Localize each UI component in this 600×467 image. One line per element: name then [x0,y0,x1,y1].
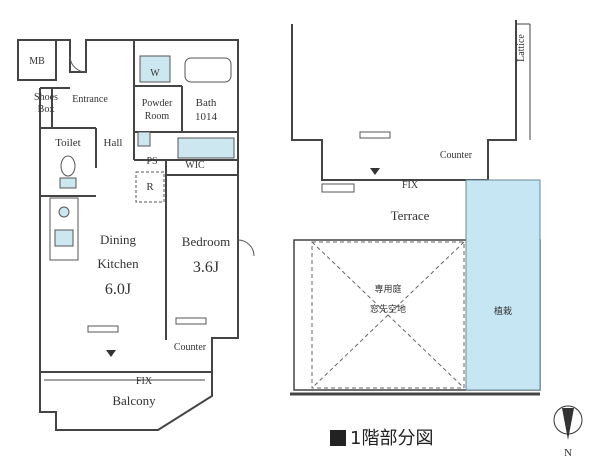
dining-label: Dining [100,232,137,247]
terrace-back-wall [291,20,517,181]
outlet-marker-right [370,168,380,175]
bedroom-door [237,239,255,257]
refrigerator-label: R [146,181,154,193]
bath-size-label: 1014 [195,111,218,123]
floor-caption: 1階部分図 [330,424,433,450]
stove-icon [58,206,70,218]
caption-square-icon [330,430,346,446]
planting-label: 植栽 [494,305,512,317]
sink-icon [54,229,74,247]
north-arrow [553,405,583,440]
toilet-label: Toilet [55,137,81,149]
refrigerator-space [135,171,165,203]
left-unit-walls [17,39,239,431]
entrance-door [69,55,87,73]
balcony-label: Balcony [112,393,156,408]
entrance-label: Entrance [72,94,108,105]
washer-space [139,55,171,83]
room-label: Room [145,111,170,122]
bath-label: Bath [196,97,217,109]
dk-size-label: 6.0J [105,281,131,298]
kitchen-label: Kitchen [97,256,139,271]
planting-area [465,179,541,391]
caption-text: 1階部分図 [350,428,434,449]
hall-label: Hall [104,137,123,149]
right-unit-fixtures [321,131,391,193]
window-space-label: 窓先空地 [370,303,406,315]
bedroom-size-label: 3.6J [193,259,219,276]
bathtub [184,57,232,83]
wic-label: WIC [185,160,205,171]
toilet-bowl [60,155,76,177]
window-fix [321,183,355,193]
mb-closet [17,39,57,81]
shoes-label: Shoes [34,92,58,103]
north-label: N [564,447,572,459]
aircon-right [359,131,391,139]
lattice-label: Lattice [516,34,527,62]
wash-basin [137,131,151,147]
counter-label-right: Counter [440,150,473,161]
unit-outline [39,39,239,373]
fix-label-right: FIX [402,180,419,191]
outlet-marker-left [106,350,116,357]
aircon-dk [87,325,119,333]
wic-area [177,137,235,159]
ps-label: PS [146,156,157,167]
private-garden-label: 専用庭 [374,283,401,295]
box-label: Box [38,104,55,115]
aircon-bedroom [175,317,207,325]
mb-label: MB [29,56,45,67]
washer-label: W [150,68,160,79]
counter-label-left: Counter [174,342,207,353]
bedroom-label: Bedroom [182,234,230,249]
terrace-label: Terrace [391,208,430,223]
left-unit-fixtures [49,55,255,333]
fix-label-left: FIX [136,376,153,387]
private-garden [311,241,465,389]
powder-label: Powder [142,98,173,109]
